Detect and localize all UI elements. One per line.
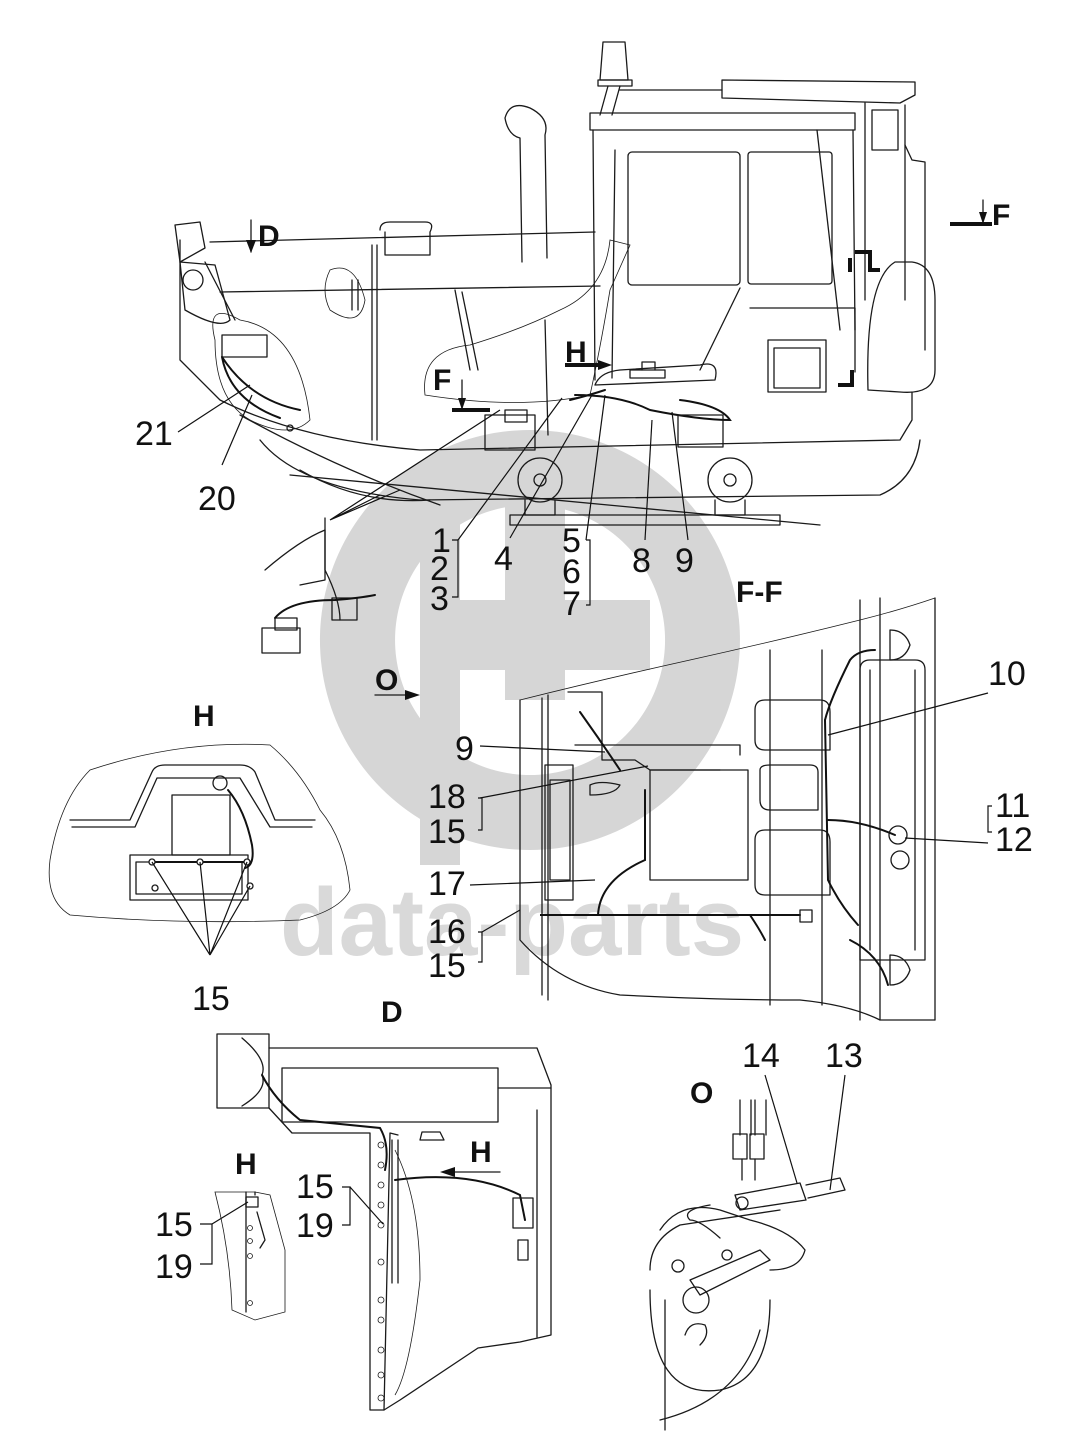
inset-battery-detail [261,517,376,654]
callout-2: 2 [430,550,449,588]
main-side-view [174,41,936,526]
view-ff-title: F-F [736,576,783,609]
view-h-left-callouts: 15 [151,861,251,1018]
callout-6: 6 [562,553,581,591]
callout-21: 21 [135,415,173,453]
d-rail-holes [377,1141,385,1402]
callout-3: 3 [430,580,449,618]
callout-15-ff-b: 15 [428,947,466,985]
view-d-title: D [381,996,403,1029]
callout-15-d: 15 [296,1168,334,1206]
view-d: D H [216,996,552,1411]
callout-20: 20 [198,480,236,518]
callout-10: 10 [988,655,1026,693]
callout-15-h: 15 [192,980,230,1018]
callout-15-hs: 15 [155,1206,193,1244]
callout-13: 13 [825,1037,863,1075]
svg-text:F: F [433,364,451,397]
callout-19-d: 19 [296,1207,334,1245]
view-h-small-callouts: 15 19 [155,1201,249,1286]
view-ff: F-F O [374,576,936,1021]
callout-14: 14 [742,1037,780,1075]
svg-text:O: O [375,664,398,697]
view-h-small-title: H [235,1148,257,1181]
section-marker-f-right: F [950,199,1010,232]
callout-1: 1 [432,522,451,560]
main-callouts: 21 20 1 2 3 4 5 6 7 8 9 [135,384,694,623]
view-d-callouts: 15 19 [296,1168,384,1245]
view-h-left-title: H [193,700,215,733]
callout-15-ff-a: 15 [428,813,466,851]
section-marker-f-left: F [433,364,490,412]
callout-18: 18 [428,778,466,816]
watermark-text: data-parts [280,869,744,976]
svg-text:H: H [470,1136,492,1169]
view-o-arrow: O [374,664,420,700]
callout-11: 11 [995,787,1030,825]
view-d-h-arrow: H [440,1136,501,1177]
callout-9: 9 [675,542,694,580]
callout-19-hs: 19 [155,1248,193,1286]
callout-16: 16 [428,913,466,951]
callout-5: 5 [562,522,581,560]
callout-12: 12 [995,821,1033,859]
callout-17: 17 [428,865,466,903]
callout-8: 8 [632,542,651,580]
callout-4: 4 [494,540,513,578]
view-o-callouts: 14 13 [742,1037,863,1191]
svg-text:F: F [992,199,1010,232]
view-h-small: H [214,1148,286,1321]
view-o: O [649,1077,846,1431]
section-marker-d: D [246,219,280,253]
view-o-title: O [690,1077,713,1110]
callout-7: 7 [562,585,581,623]
svg-text:H: H [565,336,587,369]
view-h-left: H [48,700,351,923]
view-ff-callouts: 10 11 12 9 18 15 17 16 15 [428,655,1033,985]
callout-9-ff: 9 [455,730,474,768]
section-marker-h: H [565,336,612,370]
svg-text:D: D [258,220,280,253]
